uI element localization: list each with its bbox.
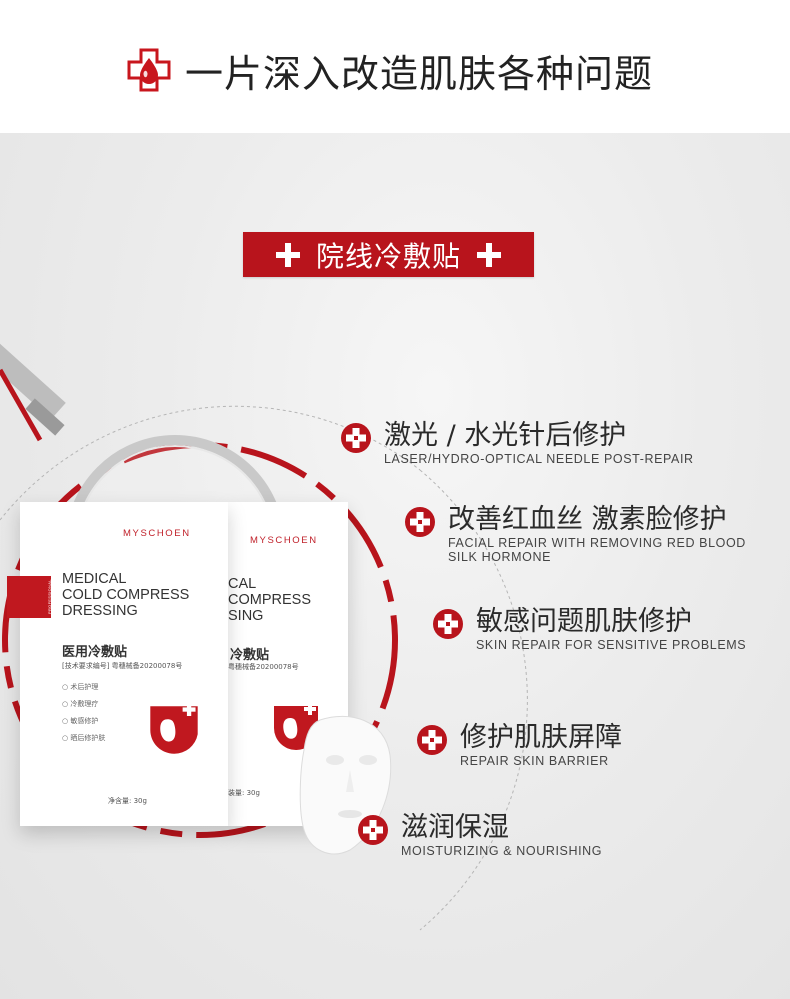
feature-item: 修护肌肤屏障 REPAIR SKIN BARRIER [416, 722, 622, 768]
pack-net-content: 装量: 30g [228, 789, 260, 797]
instrument-handle [0, 342, 66, 442]
feature-item: 滋润保湿 MOISTURIZING & NOURISHING [357, 812, 602, 858]
plus-icon [275, 242, 300, 267]
pack-net-content: 净含量: 30g [108, 797, 147, 805]
pack-reg-text: [技术要求编号] 粤穗械备20200078号 [62, 662, 183, 670]
red-cross-circle-icon [341, 423, 371, 453]
pack-brand: MYSCHOEN [250, 535, 318, 546]
feature-subtitle: FACIAL REPAIR WITH REMOVING RED BLOOD SI… [448, 536, 746, 564]
red-cross-circle-icon [433, 609, 463, 639]
plus-icon [477, 242, 501, 267]
red-cross-circle-icon [417, 725, 447, 755]
pack-reg-text: 粤穗械备20200078号 [228, 663, 299, 671]
pack-usage-list: ○ 术后护理 ○ 冷敷理疗 ○ 敏感修护 ○ 晒后修护肤 [62, 682, 105, 750]
banner-label: 院线冷敷贴 [315, 239, 461, 273]
pack-vertical-text: PROFESSIONAL [47, 579, 52, 614]
usage-item: ○ 冷敷理疗 [62, 700, 99, 708]
feature-title: 修护肌肤屏障 [460, 722, 622, 753]
usage-item: ○ 术后护理 [62, 683, 99, 691]
pack-cn-name: 医用冷敷贴 [62, 645, 128, 660]
pack-title-line3: DRESSING [62, 603, 138, 619]
feature-item: 敏感问题肌肤修护 SKIN REPAIR FOR SENSITIVE PROBL… [432, 606, 746, 652]
feature-subtitle: SKIN REPAIR FOR SENSITIVE PROBLEMS [476, 638, 747, 652]
feature-subtitle: MOISTURIZING & NOURISHING [401, 844, 603, 858]
pack-cn-name: 冷敷贴 [230, 648, 270, 663]
red-cross-circle-icon [358, 815, 388, 845]
pack-title-line2: COLD COMPRESS [62, 587, 190, 603]
pack-title: MEDICAL COLD COMPRESS DRESSING [62, 571, 189, 619]
header-title-group: 一片深入改造肌肤各种问题 [127, 44, 653, 96]
product-pack-front: MYSCHOEN PROFESSIONAL MEDICAL COLD COMPR… [7, 502, 228, 826]
feature-subtitle: REPAIR SKIN BARRIER [460, 754, 609, 768]
usage-item: ○ 敏感修护 [62, 717, 99, 725]
usage-item: ○ 晒后修护肤 [62, 734, 106, 742]
face-badge-icon [150, 703, 198, 754]
pack-title-line1: MEDICAL [62, 571, 127, 587]
red-cross-drop-icon [127, 48, 171, 92]
section-banner: 院线冷敷贴 [243, 232, 534, 277]
pack-title: CAL COMPRESS SING [228, 576, 311, 624]
pack-brand: MYSCHOEN [123, 528, 191, 539]
page-title: 一片深入改造肌肤各种问题 [185, 51, 654, 96]
red-cross-circle-icon [405, 507, 435, 537]
feature-title: 激光 / 水光针后修护 [384, 420, 627, 451]
feature-title: 敏感问题肌肤修护 [476, 606, 692, 637]
pack-red-block [7, 576, 51, 618]
feature-subtitle: LASER/HYDRO-OPTICAL NEEDLE POST-REPAIR [384, 452, 694, 466]
feature-title: 改善红血丝 激素脸修护 [448, 504, 727, 535]
feature-item: 改善红血丝 激素脸修护 FACIAL REPAIR WITH REMOVING … [404, 504, 768, 564]
header: 一片深入改造肌肤各种问题 [0, 0, 790, 133]
feature-title: 滋润保湿 [401, 812, 509, 843]
feature-item: 激光 / 水光针后修护 LASER/HYDRO-OPTICAL NEEDLE P… [340, 420, 694, 466]
